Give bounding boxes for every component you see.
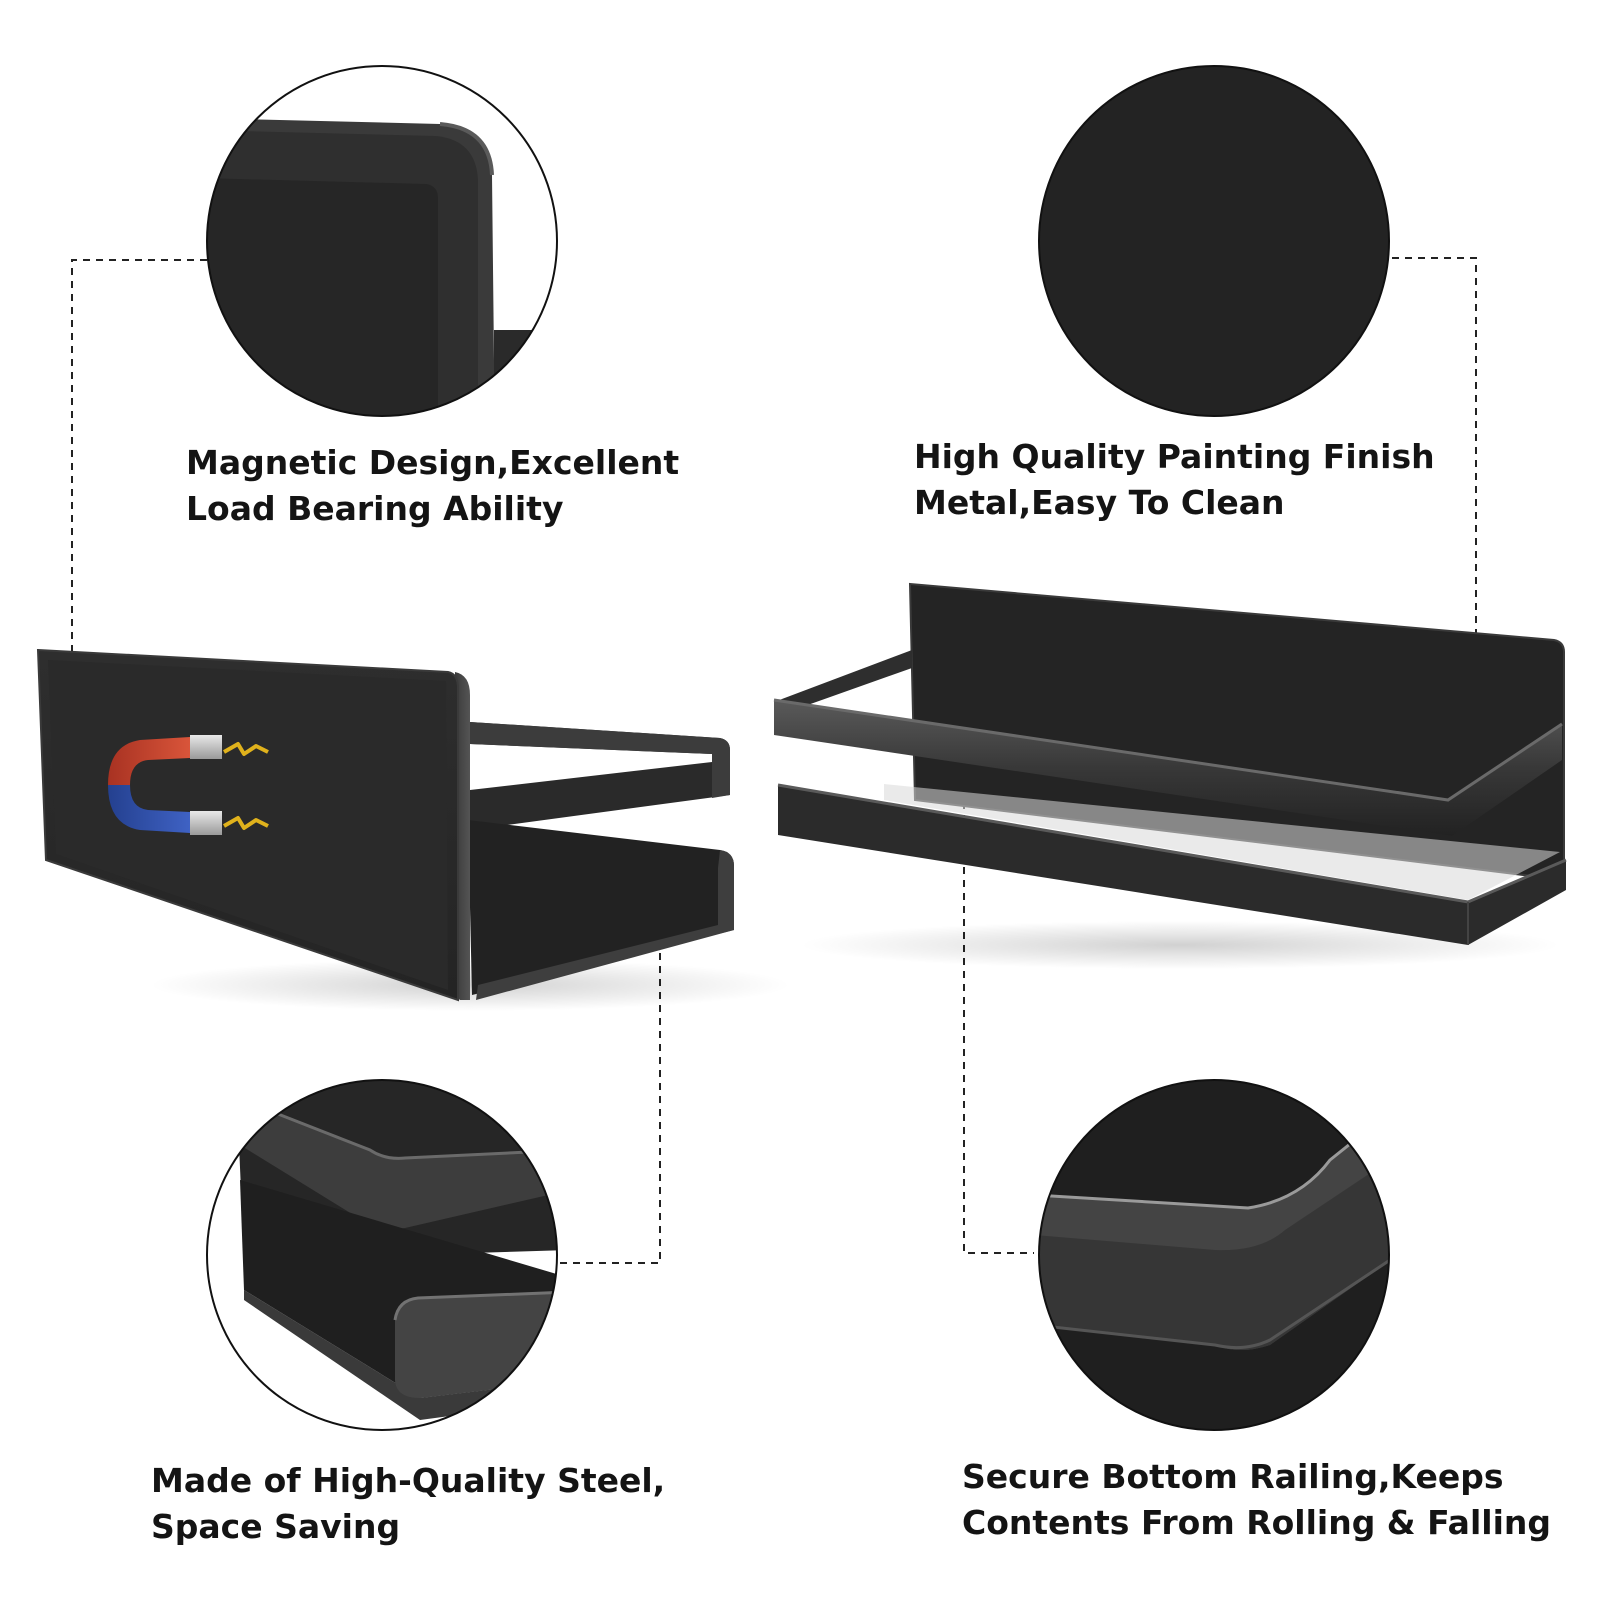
caption-line: Space Saving bbox=[151, 1507, 401, 1546]
product-side-view bbox=[36, 648, 790, 1011]
connector-lines bbox=[71, 257, 1477, 1264]
spark-icon bbox=[223, 742, 269, 756]
detail-circle-steel bbox=[206, 1079, 558, 1431]
rounded-corner-closeup-icon bbox=[207, 66, 557, 416]
connector-railing bbox=[963, 750, 1034, 1254]
matte-finish-swatch-icon bbox=[1038, 65, 1390, 417]
feature-caption-railing: Secure Bottom Railing,Keeps Contents Fro… bbox=[962, 1454, 1551, 1546]
caption-line: High Quality Painting Finish bbox=[914, 437, 1435, 476]
connector-magnetic bbox=[71, 259, 207, 680]
detail-circle-magnetic bbox=[206, 65, 558, 417]
caption-line: Metal,Easy To Clean bbox=[914, 483, 1285, 522]
rail-corner-closeup-icon bbox=[1039, 1080, 1389, 1430]
caption-line: Load Bearing Ability bbox=[186, 489, 564, 528]
horseshoe-magnet-icon bbox=[108, 735, 269, 835]
feature-caption-painting: High Quality Painting Finish Metal,Easy … bbox=[914, 434, 1435, 526]
caption-line: Made of High-Quality Steel, bbox=[151, 1461, 666, 1500]
product-front-view bbox=[773, 582, 1567, 969]
caption-line: Magnetic Design,Excellent bbox=[186, 443, 680, 482]
connector-steel bbox=[557, 940, 661, 1264]
caption-line: Secure Bottom Railing,Keeps bbox=[962, 1457, 1504, 1496]
detail-circle-painting bbox=[1038, 65, 1390, 417]
connector-painting bbox=[1392, 257, 1477, 676]
feature-caption-steel: Made of High-Quality Steel, Space Saving bbox=[151, 1458, 665, 1550]
folded-steel-edge-closeup-icon bbox=[207, 1080, 557, 1430]
caption-line: Contents From Rolling & Falling bbox=[962, 1503, 1552, 1542]
detail-circle-railing bbox=[1038, 1079, 1390, 1431]
spark-icon bbox=[223, 816, 269, 830]
feature-caption-magnetic: Magnetic Design,Excellent Load Bearing A… bbox=[186, 440, 679, 532]
